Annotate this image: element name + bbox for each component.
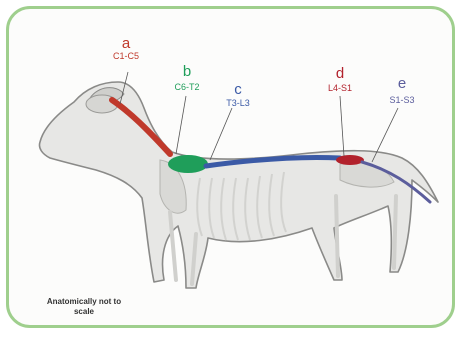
segment-d-range: L4-S1 xyxy=(310,84,370,93)
segment-b-letter: b xyxy=(167,64,207,79)
segment-d-letter: d xyxy=(320,66,360,81)
segment-b-range: C6-T2 xyxy=(157,83,217,92)
segment-a-range: C1-C5 xyxy=(96,52,156,61)
segment-e-range: S1-S3 xyxy=(372,96,432,105)
segment-c-range: T3-L3 xyxy=(208,99,268,108)
segment-e-letter: e xyxy=(382,76,422,91)
segment-c-letter: c xyxy=(218,82,258,97)
segment-a-letter: a xyxy=(106,36,146,51)
scale-note: Anatomically not to scale xyxy=(44,297,124,317)
spinal-segment-b xyxy=(168,155,208,173)
spinal-segment-d xyxy=(336,155,364,165)
